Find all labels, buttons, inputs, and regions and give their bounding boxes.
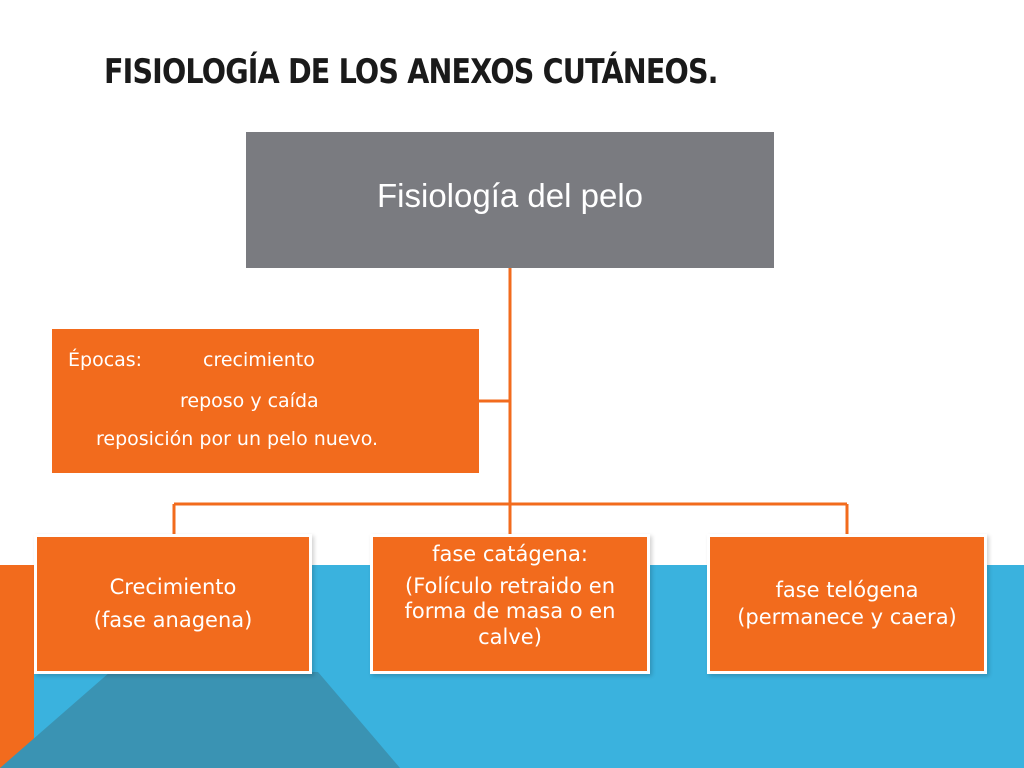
background-teal-shape: [0, 672, 400, 768]
child-node-2-line-4: calve): [478, 624, 542, 649]
assistant-line-reposo: reposo y caída: [180, 390, 319, 412]
child-node-1-line-2: (fase anagena): [93, 608, 253, 632]
child-node-2-line-2: (Folículo retraido en: [405, 574, 615, 599]
assistant-label-epocas: Épocas:: [68, 349, 143, 371]
root-node-label: Fisiología del pelo: [377, 177, 643, 214]
assistant-value-crecimiento: crecimiento: [203, 349, 315, 371]
child-node-2-line-1: fase catágena:: [432, 542, 588, 566]
background-orange-shape: [0, 565, 34, 768]
root-node-fisiologia-del-pelo: Fisiología del pelo: [246, 132, 774, 268]
child-node-fase-catagena: fase catágena: (Folículo retraido en for…: [370, 534, 650, 674]
assistant-node-epocas: Épocas: crecimiento reposo y caída repos…: [52, 329, 479, 473]
child-node-1-line-1: Crecimiento: [109, 574, 237, 599]
child-node-2-line-3: forma de masa o en: [404, 599, 616, 624]
child-node-3-line-1: fase telógena: [775, 577, 919, 602]
slide-title: FISIOLOGÍA DE LOS ANEXOS CUTÁNEOS.: [104, 52, 719, 92]
assistant-line-reposicion: reposición por un pelo nuevo.: [96, 428, 379, 450]
child-node-3-line-2: (permanece y caera): [737, 605, 957, 629]
child-node-fase-telogena: fase telógena (permanece y caera): [707, 534, 987, 674]
child-node-crecimiento: Crecimiento (fase anagena): [34, 534, 312, 674]
